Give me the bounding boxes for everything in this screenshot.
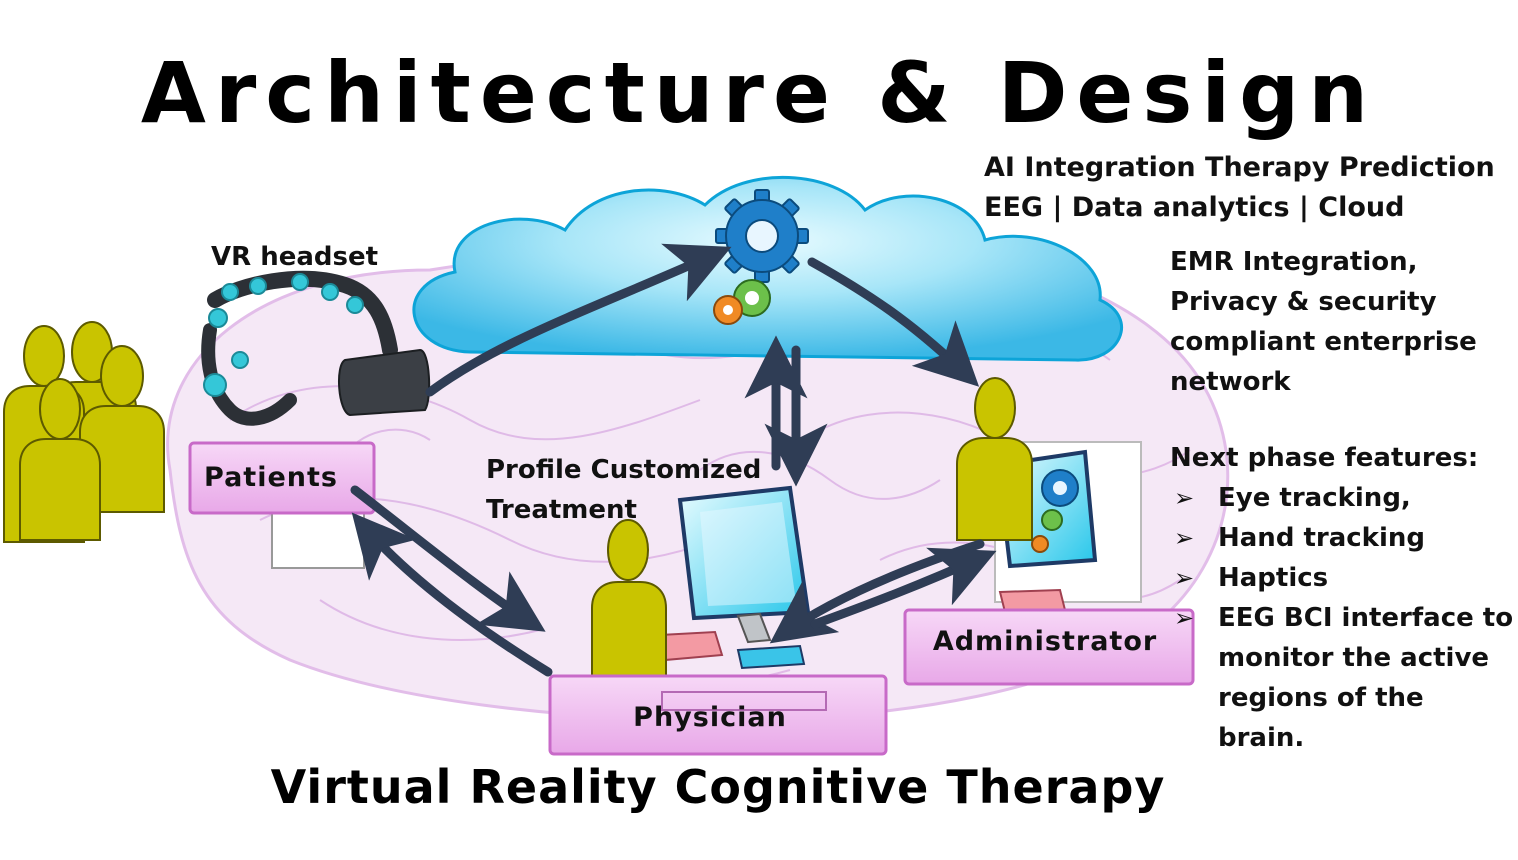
feature-item-continued: regions of the brain. <box>1218 683 1424 753</box>
patients-label-box <box>188 441 376 569</box>
patients-label: Patients <box>204 462 338 493</box>
physician-label: Physician <box>633 702 787 733</box>
arrow-bullet-icon: ➢ <box>1174 484 1195 512</box>
feature-item: ➢EEG BCI interface to <box>1170 598 1518 638</box>
profile-line-2: Treatment <box>486 495 637 525</box>
arrow-physician-to-patients <box>351 512 553 677</box>
arrow-physician-to-admin <box>810 547 997 629</box>
emr-line-2: Privacy & security <box>1170 287 1437 317</box>
features-heading: Next phase features: <box>1170 443 1479 473</box>
next-phase-features: Next phase features: ➢Eye tracking, ➢Han… <box>1170 438 1518 758</box>
emr-integration-text: EMR Integration, Privacy & security comp… <box>1170 242 1477 402</box>
patients-group-icon <box>3 321 165 543</box>
feature-item: ➢Haptics <box>1170 558 1518 598</box>
flow-arrows <box>350 243 997 677</box>
emr-line-3: compliant enterprise <box>1170 327 1477 357</box>
administrator-label: Administrator <box>932 626 1158 657</box>
administrator-label-box <box>903 608 1195 686</box>
administrator-person-icon <box>956 377 1033 541</box>
profile-line-1: Profile Customized <box>486 455 762 485</box>
ai-line-2: EEG | Data analytics | Cloud <box>984 192 1405 223</box>
profile-customized-text: Profile Customized Treatment <box>486 450 761 530</box>
ai-line-1: AI Integration Therapy Prediction <box>984 152 1495 183</box>
vr-headset-label: VR headset <box>211 242 379 272</box>
arrow-cloud-to-admin <box>807 257 980 387</box>
vr-headset-icon <box>201 270 431 426</box>
feature-item: ➢Hand tracking <box>1170 518 1518 558</box>
arrow-headset-to-cloud <box>425 243 732 397</box>
ai-integration-text: AI Integration Therapy Prediction EEG | … <box>984 148 1495 228</box>
emr-line-1: EMR Integration, <box>1170 247 1418 277</box>
arrow-patients-to-physician <box>350 485 546 632</box>
arrow-bullet-icon: ➢ <box>1174 604 1195 632</box>
cloud-gear-icon <box>713 189 809 325</box>
emr-line-4: network <box>1170 367 1291 397</box>
page-title: Architecture & Design <box>140 44 1378 142</box>
feature-item: ➢Eye tracking, <box>1170 478 1518 518</box>
physician-label-box <box>548 674 888 756</box>
page-subtitle: Virtual Reality Cognitive Therapy <box>270 760 1166 814</box>
arrow-bullet-icon: ➢ <box>1174 564 1195 592</box>
feature-item-continued: monitor the active <box>1218 643 1490 673</box>
physician-person-icon <box>591 519 667 681</box>
arrow-bullet-icon: ➢ <box>1174 524 1195 552</box>
